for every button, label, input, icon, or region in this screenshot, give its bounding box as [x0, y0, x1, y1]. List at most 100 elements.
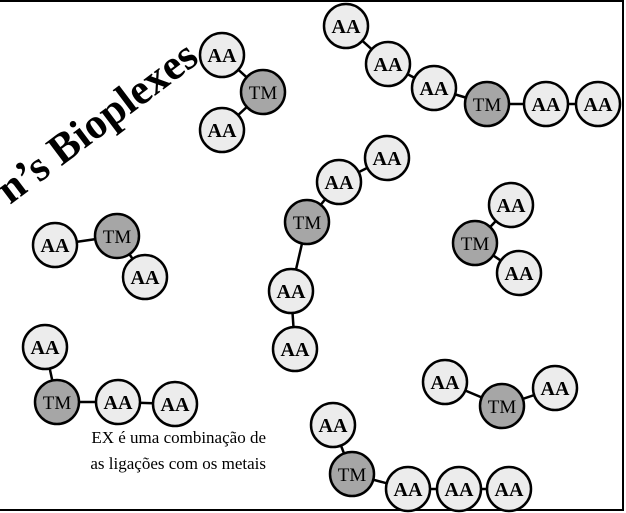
tm-circle [239, 68, 287, 116]
tm-circle [328, 450, 376, 498]
amino-acid-node: AA [364, 40, 412, 88]
tm-circle [93, 212, 141, 260]
aa-circle [384, 465, 432, 513]
aa-label: AA [319, 415, 348, 437]
tm-label: TM [338, 465, 367, 486]
aa-label: AA [495, 479, 524, 501]
amino-acid-node: AA [121, 253, 169, 301]
amino-acid-node: AA [363, 134, 411, 182]
aa-label: AA [277, 281, 306, 303]
amino-acid-node: AA [198, 106, 246, 154]
aa-circle [121, 253, 169, 301]
amino-acid-node: AA [384, 465, 432, 513]
tm-label: TM [473, 95, 502, 116]
transition-metal-node: TM [328, 450, 376, 498]
transition-metal-node: TM [451, 219, 499, 267]
title-text: n’s Bioplexes [0, 32, 207, 213]
amino-acid-node: AA [435, 465, 483, 513]
tm-circle [451, 219, 499, 267]
aa-label: AA [332, 16, 361, 38]
tm-label: TM [249, 83, 278, 104]
transition-metal-node: TM [33, 378, 81, 426]
tm-circle [463, 80, 511, 128]
aa-label: AA [373, 148, 402, 170]
transition-metal-node: TM [463, 80, 511, 128]
aa-label: AA [497, 195, 526, 217]
aa-circle [522, 80, 570, 128]
aa-label: AA [445, 479, 474, 501]
tm-circle [283, 198, 331, 246]
tm-label: TM [43, 393, 72, 414]
aa-circle [435, 465, 483, 513]
amino-acid-node: AA [485, 465, 533, 513]
amino-acid-node: AA [267, 267, 315, 315]
amino-acid-node: AA [487, 181, 535, 229]
aa-label: AA [394, 479, 423, 501]
aa-label: AA [131, 267, 160, 289]
aa-label: AA [104, 392, 133, 414]
transition-metal-node: TM [478, 382, 526, 430]
aa-circle [487, 181, 535, 229]
amino-acid-node: AA [309, 401, 357, 449]
aa-circle [94, 378, 142, 426]
amino-acid-node: AA [531, 364, 579, 412]
aa-label: AA [532, 94, 561, 116]
amino-acid-node: AA [21, 323, 69, 371]
molecule-nodes: AA TM AA AA AA AA TM AA AA AA AA TM AA AA AA TM AA AA TM AA… [21, 2, 622, 513]
aa-label: AA [374, 54, 403, 76]
aa-label: AA [31, 337, 60, 359]
aa-circle [31, 221, 79, 269]
transition-metal-node: TM [239, 68, 287, 116]
amino-acid-node: AA [495, 249, 543, 297]
aa-circle [267, 267, 315, 315]
aa-circle [198, 106, 246, 154]
aa-label: AA [584, 94, 613, 116]
tm-label: TM [293, 213, 322, 234]
aa-circle [363, 134, 411, 182]
aa-circle [531, 364, 579, 412]
caption-line-2: as ligações com os metais [90, 454, 266, 473]
transition-metal-node: TM [283, 198, 331, 246]
amino-acid-node: AA [421, 358, 469, 406]
aa-circle [410, 64, 458, 112]
aa-circle [315, 158, 363, 206]
tm-label: TM [103, 227, 132, 248]
aa-label: AA [420, 78, 449, 100]
aa-label: AA [208, 120, 237, 142]
aa-label: AA [208, 45, 237, 67]
amino-acid-node: AA [410, 64, 458, 112]
tm-circle [478, 382, 526, 430]
aa-circle [151, 380, 199, 428]
aa-circle [364, 40, 412, 88]
title-group: n’s Bioplexes [0, 32, 207, 213]
aa-circle [574, 80, 622, 128]
aa-label: AA [505, 263, 534, 285]
aa-label: AA [431, 372, 460, 394]
amino-acid-node: AA [271, 325, 319, 373]
amino-acid-node: AA [522, 80, 570, 128]
aa-label: AA [541, 378, 570, 400]
aa-label: AA [161, 394, 190, 416]
amino-acid-node: AA [31, 221, 79, 269]
caption-line-1: EX é uma combinação de [91, 428, 266, 447]
aa-circle [198, 31, 246, 79]
amino-acid-node: AA [198, 31, 246, 79]
tm-label: TM [461, 234, 490, 255]
amino-acid-node: AA [322, 2, 370, 50]
aa-label: AA [325, 172, 354, 194]
aa-circle [21, 323, 69, 371]
tm-label: TM [488, 397, 517, 418]
amino-acid-node: AA [574, 80, 622, 128]
aa-circle [485, 465, 533, 513]
aa-circle [309, 401, 357, 449]
aa-label: AA [41, 235, 70, 257]
tm-circle [33, 378, 81, 426]
aa-circle [495, 249, 543, 297]
aa-label: AA [281, 339, 310, 361]
aa-circle [421, 358, 469, 406]
aa-circle [322, 2, 370, 50]
amino-acid-node: AA [151, 380, 199, 428]
